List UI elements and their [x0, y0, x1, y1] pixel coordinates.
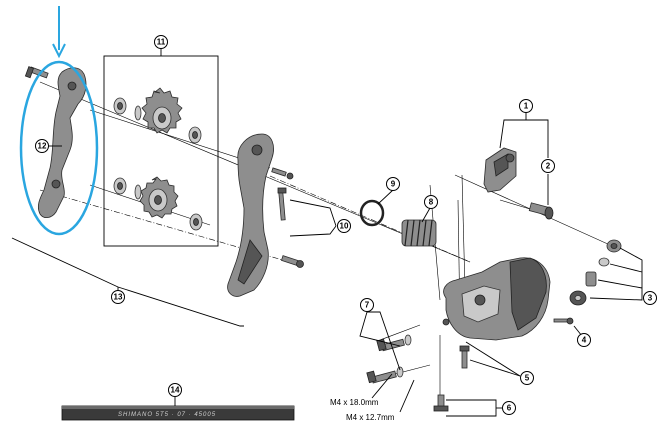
callout-4: 4	[577, 333, 591, 347]
callout-8: 8	[424, 195, 438, 209]
bolt-label-m4-18: M4 x 18.0mm	[330, 398, 379, 407]
cable-fixing-bolt	[433, 394, 449, 412]
callout-1-label: 1	[524, 102, 529, 111]
callout-4-label: 4	[582, 336, 587, 345]
axle-rod: SHIMANO 5T5 · 07 · 45005	[61, 405, 295, 421]
outer-plate-screws	[271, 167, 304, 268]
leader-lines	[11, 49, 643, 417]
callout-13-label: 13	[114, 293, 123, 302]
callout-2: 2	[541, 159, 555, 173]
assembly-axis-lines	[39, 81, 611, 405]
lower-pulley-group	[113, 176, 203, 231]
callout-1: 1	[519, 99, 533, 113]
callout-5-label: 5	[525, 374, 530, 383]
callout-9-label: 9	[391, 180, 396, 189]
snap-ring	[359, 199, 385, 227]
callout-3-label: 3	[648, 294, 653, 303]
callout-5: 5	[520, 371, 534, 385]
callout-2-label: 2	[546, 162, 551, 171]
main-body	[442, 257, 551, 341]
upper-pulley-group	[113, 87, 202, 144]
pulley-cage-plate	[37, 67, 87, 218]
callout-6-label: 6	[507, 404, 512, 413]
end-screw	[459, 345, 470, 369]
callout-12: 12	[35, 139, 49, 153]
mounting-bolts	[366, 334, 412, 384]
callout-12-label: 12	[38, 142, 47, 151]
callout-8-label: 8	[429, 198, 434, 207]
cable-adjuster-parts	[569, 239, 622, 306]
callout-7-label: 7	[365, 301, 370, 310]
limit-screw	[553, 317, 574, 325]
outer-cage-plate	[227, 133, 274, 297]
highlight-arrow	[52, 6, 66, 59]
highlight-ellipse	[19, 60, 99, 236]
callout-13: 13	[111, 290, 125, 304]
callout-7: 7	[360, 298, 374, 312]
rod-text: SHIMANO 5T5 · 07 · 45005	[118, 412, 216, 418]
callout-6: 6	[502, 401, 516, 415]
bracket-axle	[483, 147, 517, 193]
callout-3: 3	[643, 291, 657, 305]
callout-14-label: 14	[171, 386, 180, 395]
callout-14: 14	[168, 383, 182, 397]
callout-9: 9	[386, 177, 400, 191]
callout-10: 10	[337, 219, 351, 233]
callout-10-label: 10	[340, 222, 349, 231]
callout-11-label: 11	[157, 38, 166, 47]
callout-11: 11	[154, 35, 168, 49]
bolt-label-m4-12-7: M4 x 12.7mm	[346, 413, 395, 422]
bracket-bolt	[528, 202, 554, 220]
tension-spring	[401, 219, 437, 247]
